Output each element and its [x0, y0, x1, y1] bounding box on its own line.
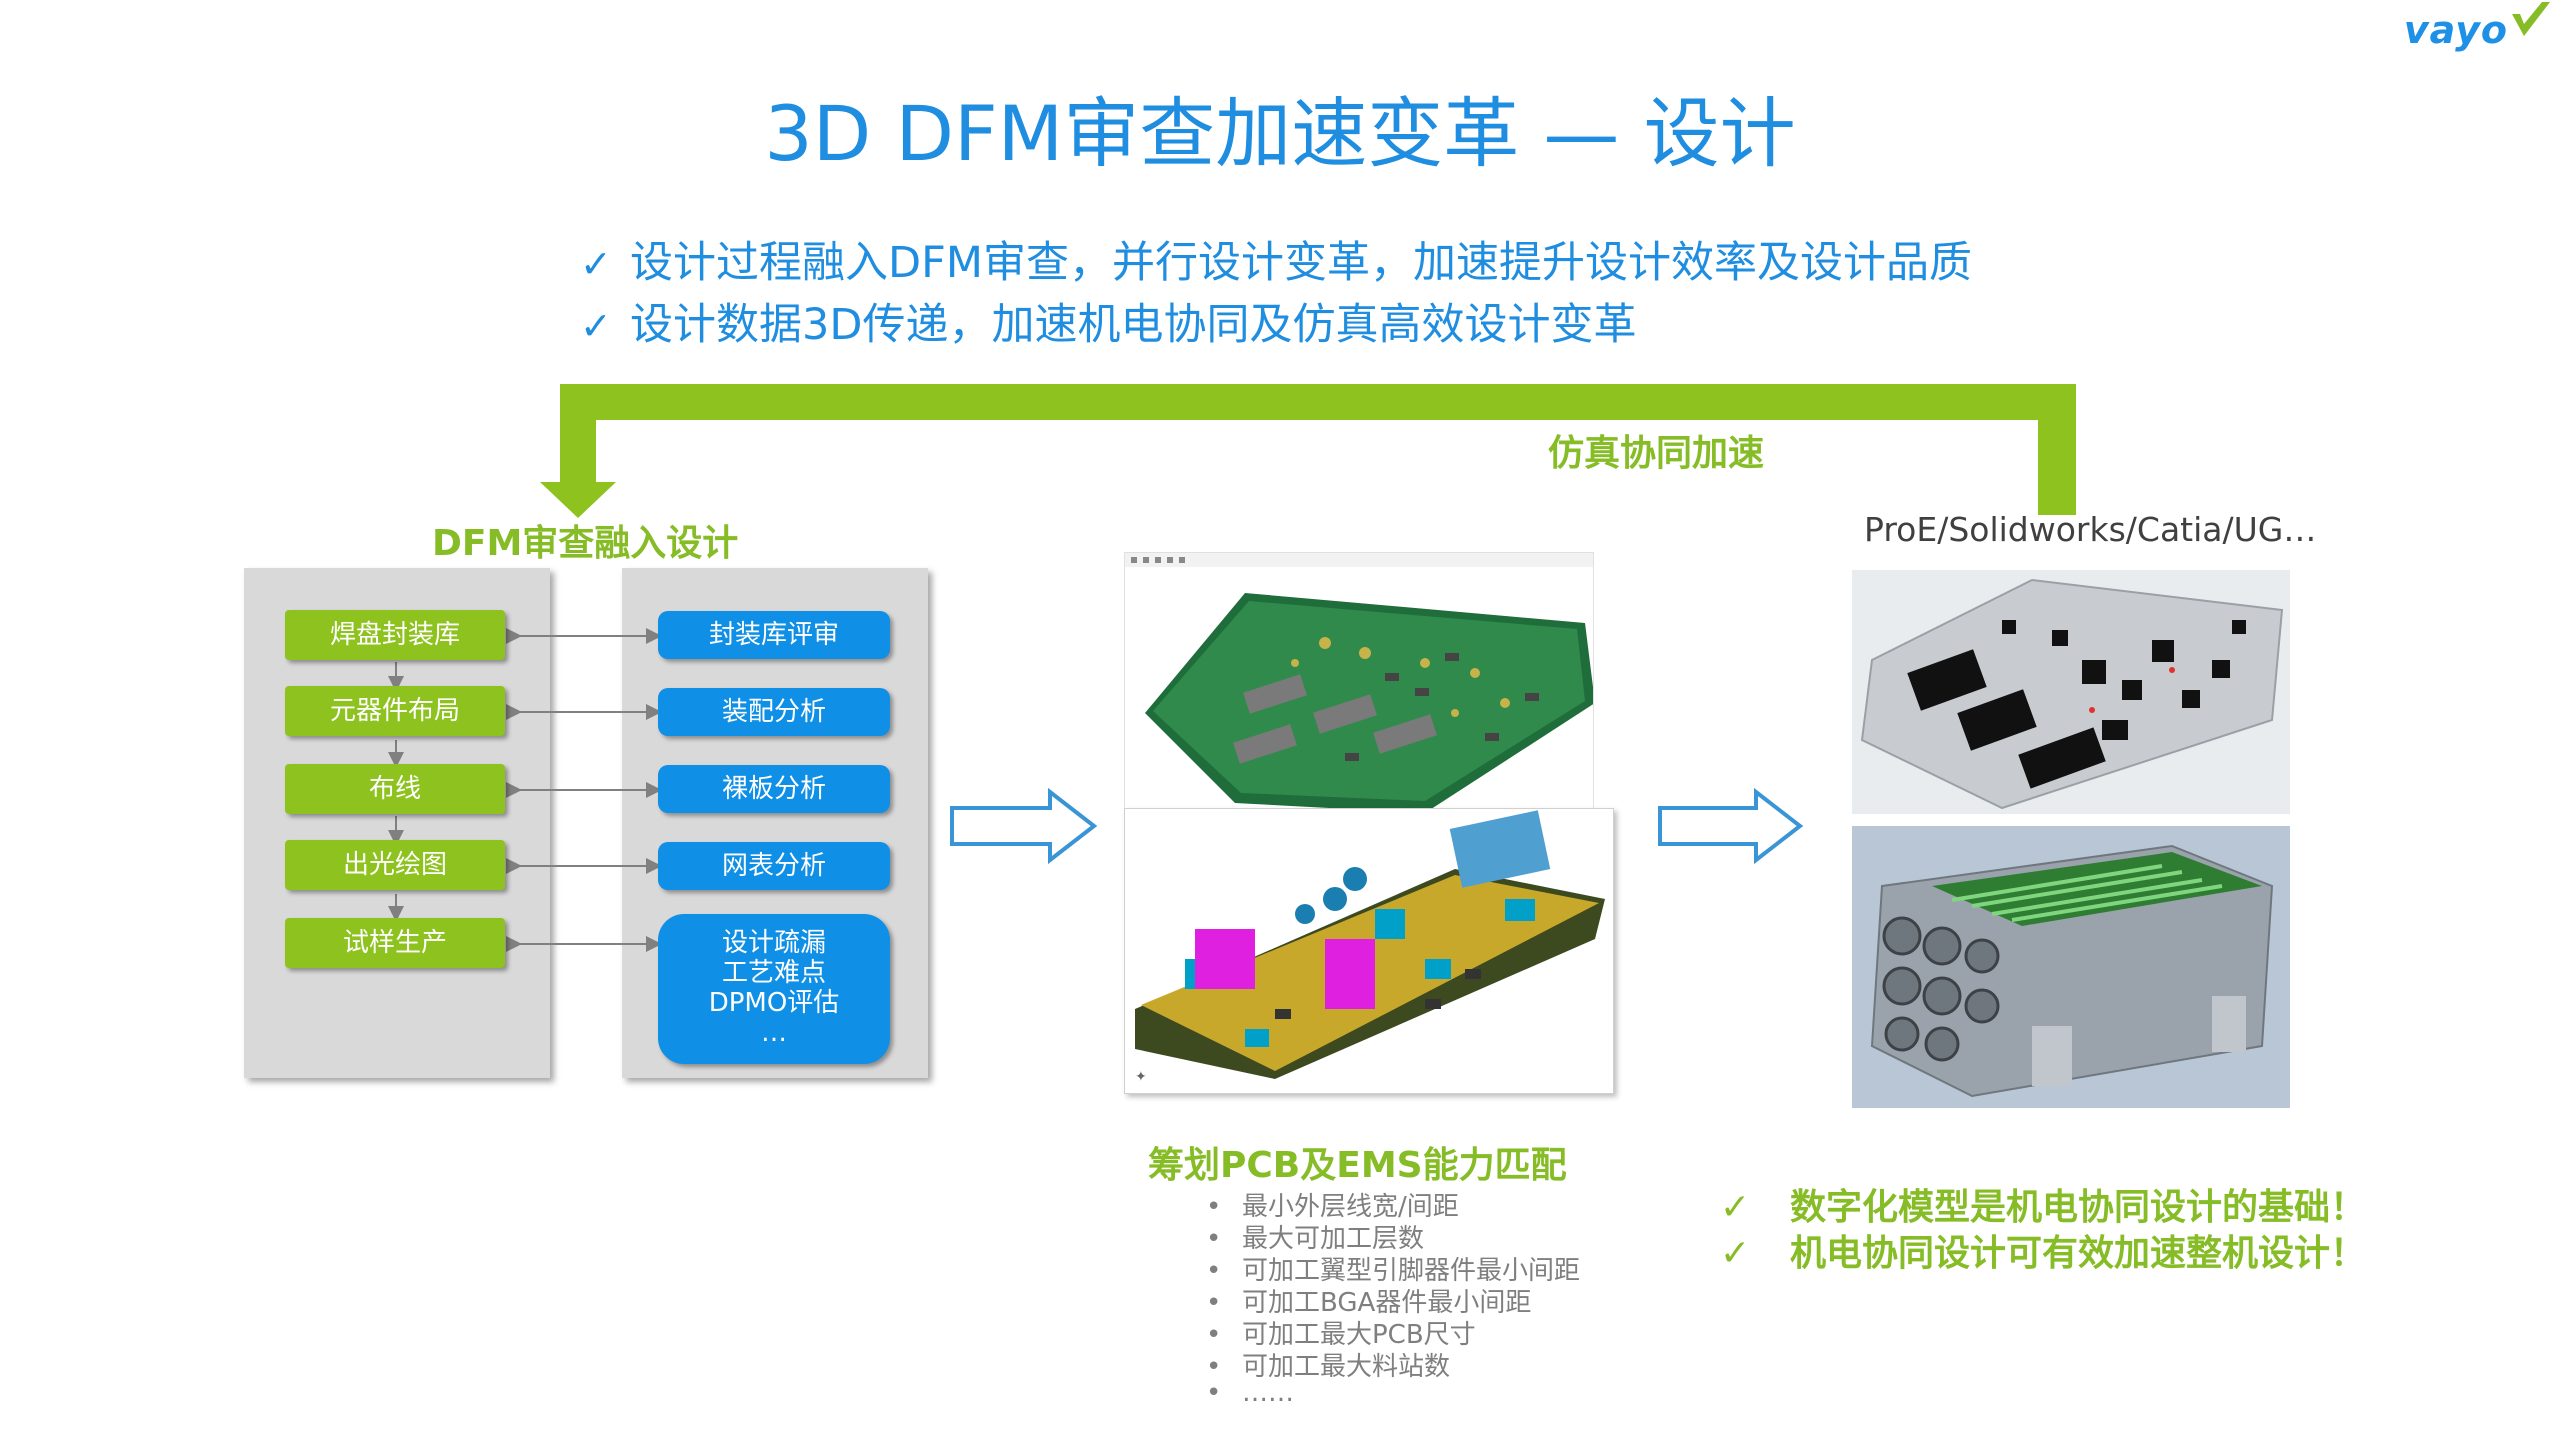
- check-icon: ✓: [1720, 1187, 1751, 1228]
- page-title: 3D DFM审查加速变革 — 设计: [764, 89, 1796, 178]
- bullet-2-text: 设计数据3D传递，加速机电协同及仿真高效设计变革: [630, 300, 1637, 350]
- mechanical-plate-image: [1852, 570, 2290, 814]
- bullet-dot: •: [1206, 1320, 1222, 1350]
- flow-step-placement: 元器件布局: [285, 686, 505, 736]
- list-item-text: 可加工最大PCB尺寸: [1242, 1320, 1476, 1350]
- list-item: • 可加工最大料站数: [1206, 1346, 1580, 1382]
- review-summary: 设计疏漏 工艺难点 DPMO评估 …: [658, 914, 890, 1064]
- review-package-library: 封装库评审: [658, 611, 890, 659]
- middle-heading: 筹划PCB及EMS能力匹配: [1148, 1145, 1567, 1186]
- enclosure-image: [1852, 826, 2290, 1108]
- vayo-logo: vayo: [2354, 0, 2554, 52]
- list-item: • ……: [1206, 1378, 1580, 1410]
- flow-step-routing: 布线: [285, 764, 505, 814]
- check-icon: ✓: [1720, 1233, 1751, 1274]
- logo-check-icon: [2512, 2, 2550, 36]
- bullet-1: ✓ 设计过程融入DFM审查，并行设计变革，加速提升设计效率及设计品质: [580, 228, 1972, 290]
- cad-tools-label: ProE/Solidworks/Catia/UG…: [1864, 510, 2317, 549]
- review-summary-line-3: DPMO评估: [708, 988, 840, 1018]
- loop-label: 仿真协同加速: [1548, 433, 1765, 474]
- svg-text:✦: ✦: [1135, 1069, 1147, 1085]
- list-item-text: 最小外层线宽/间距: [1242, 1192, 1459, 1222]
- review-summary-line-4: …: [761, 1018, 787, 1048]
- list-item: • 可加工BGA器件最小间距: [1206, 1282, 1580, 1318]
- logo-text: vayo: [2403, 8, 2508, 52]
- check-icon: ✓: [580, 304, 612, 348]
- conclusion-1-text: 数字化模型是机电协同设计的基础！: [1790, 1187, 2367, 1228]
- pcb-board-illustration: [1125, 553, 1593, 813]
- conclusion-2: ✓ 机电协同设计可有效加速整机设计！: [1720, 1224, 2366, 1276]
- list-item: • 可加工最大PCB尺寸: [1206, 1314, 1580, 1350]
- bullet-dot: •: [1206, 1288, 1222, 1318]
- conclusion-1: ✓ 数字化模型是机电协同设计的基础！: [1720, 1178, 2366, 1230]
- bullet-dot: •: [1206, 1352, 1222, 1382]
- flow-step-prototype: 试样生产: [285, 918, 505, 968]
- list-item-text: ……: [1242, 1378, 1294, 1408]
- bullet-2: ✓ 设计数据3D传递，加速机电协同及仿真高效设计变革: [580, 290, 1636, 352]
- conclusion-2-text: 机电协同设计可有效加速整机设计！: [1790, 1233, 2367, 1274]
- list-item: • 最小外层线宽/间距: [1206, 1186, 1580, 1222]
- bullet-dot: •: [1206, 1192, 1222, 1222]
- list-item-text: 可加工最大料站数: [1242, 1352, 1451, 1382]
- pcb-2d-view-image: [1124, 552, 1594, 814]
- list-item: • 可加工翼型引脚器件最小间距: [1206, 1250, 1580, 1286]
- flow-connectors: [388, 628, 662, 952]
- review-bare-board: 裸板分析: [658, 765, 890, 813]
- flow-step-pad-library: 焊盘封装库: [285, 610, 505, 660]
- plate-illustration: [1860, 578, 2284, 810]
- enclosure-illustration: [1870, 844, 2274, 1098]
- pcb-3d-view-image: ✦: [1124, 808, 1614, 1094]
- review-assembly: 装配分析: [658, 688, 890, 736]
- bullet-dot: •: [1206, 1378, 1222, 1408]
- left-heading: DFM审查融入设计: [432, 523, 739, 564]
- review-netlist: 网表分析: [658, 842, 890, 890]
- list-item-text: 可加工BGA器件最小间距: [1242, 1288, 1532, 1318]
- list-item: • 最大可加工层数: [1206, 1218, 1580, 1254]
- review-summary-line-1: 设计疏漏: [721, 928, 826, 958]
- check-icon: ✓: [580, 242, 612, 286]
- bullet-dot: •: [1206, 1224, 1222, 1254]
- capability-list: • 最小外层线宽/间距 • 最大可加工层数 • 可加工翼型引脚器件最小间距 • 可加工B…: [1206, 1186, 1580, 1410]
- review-summary-line-2: 工艺难点: [721, 958, 826, 988]
- list-item-text: 可加工翼型引脚器件最小间距: [1242, 1256, 1581, 1286]
- flow-step-photoplot: 出光绘图: [285, 840, 505, 890]
- list-item-text: 最大可加工层数: [1242, 1224, 1425, 1254]
- bullet-1-text: 设计过程融入DFM审查，并行设计变革，加速提升设计效率及设计品质: [630, 238, 1972, 288]
- pcb-3d-illustration: ✦: [1135, 810, 1605, 1085]
- bullet-dot: •: [1206, 1256, 1222, 1286]
